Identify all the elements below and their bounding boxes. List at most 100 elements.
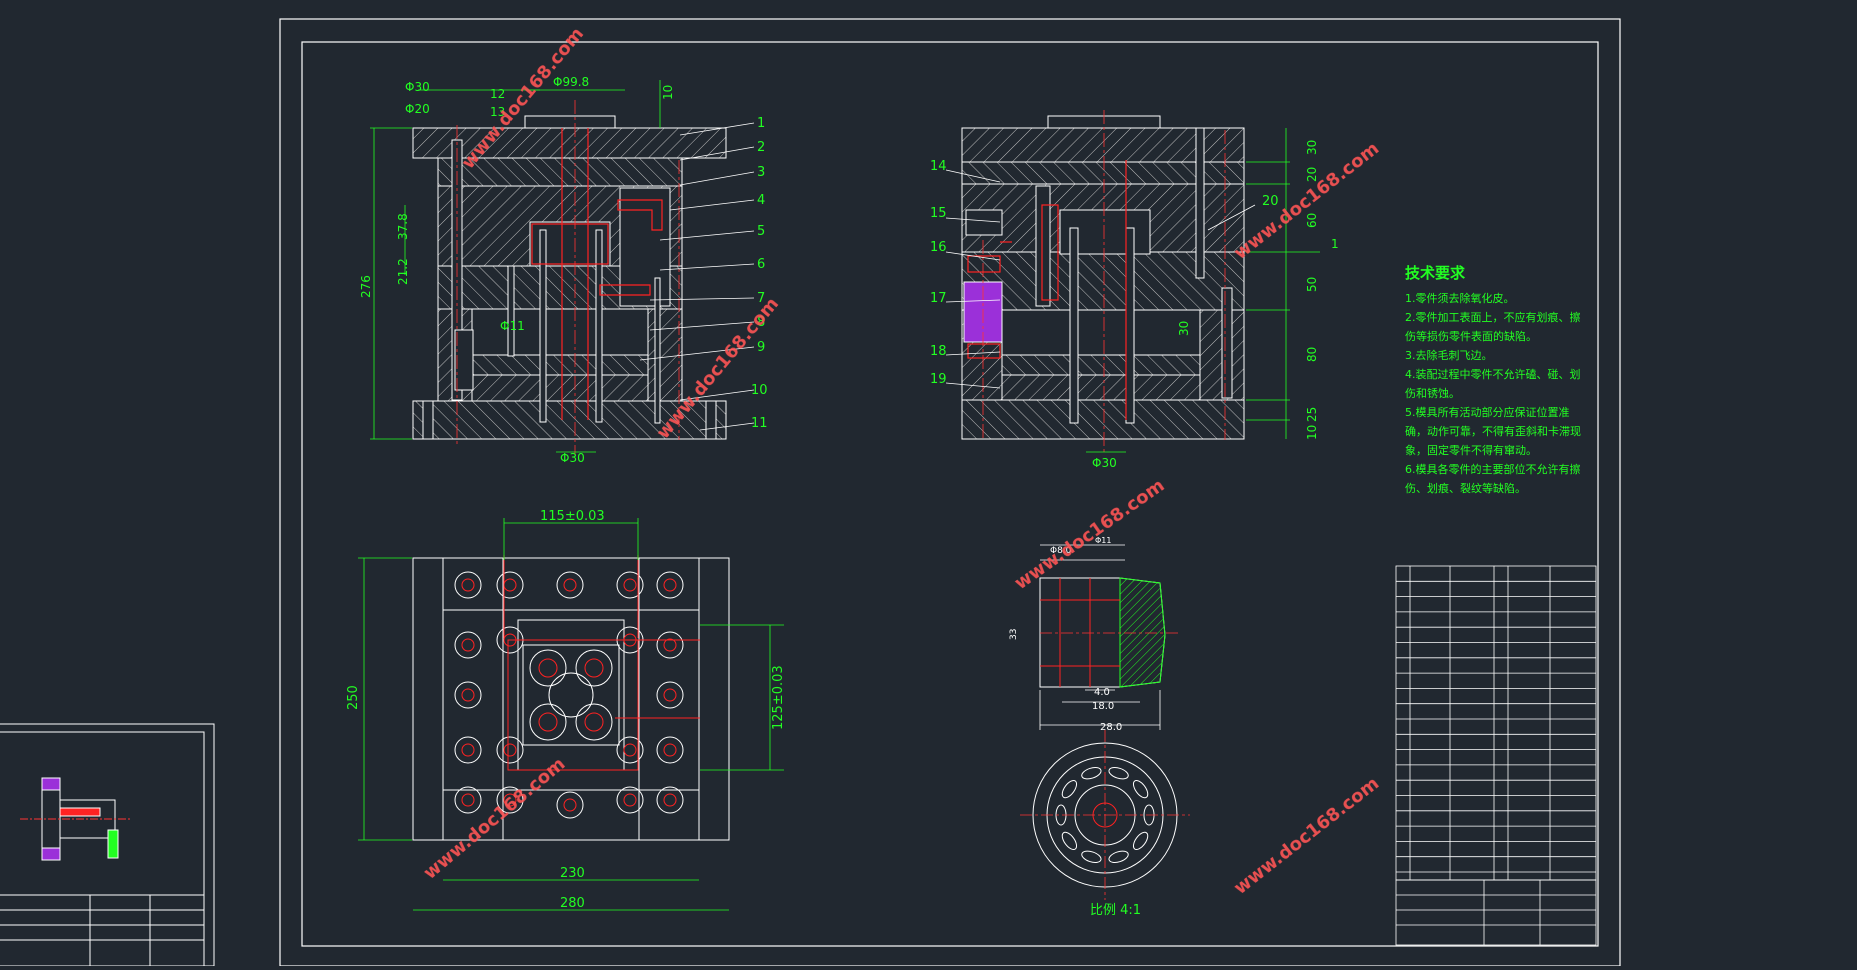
plan-view-dimensions: 115±0.03 125±0.03 250 230 280 (346, 509, 786, 911)
dim-d20-top: Φ20 (405, 102, 430, 116)
side-section-view (961, 115, 1245, 440)
cavity-core (584, 712, 604, 732)
parts-list-table (1395, 565, 1597, 881)
dim-v25: 25 (1305, 407, 1319, 422)
dim-part-c: 28.0 (1100, 722, 1122, 733)
part-number: 19 (930, 372, 947, 387)
dim-d30-bottom: Φ30 (560, 451, 585, 465)
dim-part-h: 33 (1009, 629, 1019, 640)
dim-part-b: 18.0 (1092, 701, 1114, 712)
cavity-circle (575, 649, 613, 687)
part-end-view (1020, 730, 1190, 900)
title-block (1395, 879, 1597, 946)
dim-w115: 115±0.03 (540, 509, 605, 524)
plan-hole (496, 571, 524, 599)
watermark-text: www.doc168.com (1230, 773, 1383, 899)
part-number: 3 (757, 165, 765, 180)
part-number: 6 (757, 257, 765, 272)
end-view-slot (1132, 831, 1149, 851)
dim-d30-top: Φ30 (405, 80, 430, 94)
end-view-slot (1132, 779, 1149, 799)
plan-hole (556, 791, 584, 819)
tech-item: 2.零件加工表面上，不应有划痕、擦伤等损伤零件表面的缺陷。 (1405, 311, 1581, 343)
part-number: 15 (930, 206, 947, 221)
plan-hole-inner (461, 638, 475, 652)
end-view-slot (1061, 831, 1078, 851)
plan-hole (616, 571, 644, 599)
dim-w230: 230 (560, 866, 585, 881)
cavity-circle (529, 649, 567, 687)
plan-hole-inner (461, 743, 475, 757)
end-view-slot (1108, 850, 1129, 863)
end-view-slot (1061, 779, 1078, 799)
dim-v30: 30 (1305, 140, 1319, 155)
side-view-dimension-lines (1086, 128, 1320, 453)
dim-v50: 50 (1305, 277, 1319, 292)
plan-hole-inner (663, 688, 677, 702)
plan-view (412, 557, 730, 841)
dim-d30-side: Φ30 (1092, 456, 1117, 470)
dim-d11: Φ11 (500, 319, 525, 333)
front-view-dimensions: Φ30 Φ20 Φ99.8 12 13 10 276 37.8 21.2 Φ11… (359, 75, 675, 465)
plan-hole-inner (623, 743, 637, 757)
tech-item: 1.零件须去除氧化皮。 (1405, 292, 1515, 305)
plan-hole (616, 786, 644, 814)
dim-w280: 280 (560, 896, 585, 911)
parts-list-frame (1395, 565, 1597, 881)
plan-hole (656, 681, 684, 709)
plan-hole-inner (623, 578, 637, 592)
dim-h125: 125±0.03 (771, 665, 786, 730)
part-number: 11 (751, 416, 768, 431)
dim-h21: 21.2 (396, 258, 410, 285)
plan-hole (454, 681, 482, 709)
dim-h276: 276 (359, 275, 373, 298)
part-number: 14 (930, 159, 947, 174)
tech-item: 5.模具所有活动部分应保证位置准确，动作可靠，不得有歪斜和卡滞现象，固定零件不得… (1405, 406, 1581, 457)
plan-hole-inner (503, 578, 517, 592)
sprue-circle (548, 672, 594, 718)
dim-v80: 80 (1305, 347, 1319, 362)
plan-hole-inner (663, 638, 677, 652)
scale-label: 比例 4:1 (1090, 903, 1141, 918)
dim-n12: 12 (490, 87, 505, 101)
plan-hole-inner (503, 743, 517, 757)
part-number: 2 (757, 140, 765, 155)
plan-hole (656, 571, 684, 599)
plan-view-dimension-lines (358, 518, 784, 911)
plan-hole-inner (663, 743, 677, 757)
plan-hole-inner (503, 793, 517, 807)
watermark-text: www.doc168.com (420, 754, 570, 884)
front-view-dimension-lines (370, 80, 661, 453)
technical-requirements: 技术要求 1.零件须去除氧化皮。 2.零件加工表面上，不应有划痕、擦伤等损伤零件… (1405, 262, 1585, 498)
cavity-circle (529, 703, 567, 741)
plan-hole-inner (623, 793, 637, 807)
watermark-text: www.doc168.com (1011, 475, 1169, 594)
dim-part-d11: Φ11 (1095, 536, 1111, 545)
plan-hole-inner (461, 688, 475, 702)
plan-view-holes (454, 571, 684, 819)
inner-border (301, 41, 1599, 947)
front-view-part-numbers: 1 2 3 4 5 6 7 8 9 10 11 (751, 116, 768, 431)
part-number: 18 (930, 344, 947, 359)
plan-hole-inner (663, 793, 677, 807)
part-number: 5 (757, 224, 765, 239)
dim-h37: 37.8 (396, 213, 410, 240)
plan-hole (616, 736, 644, 764)
plan-hole (454, 736, 482, 764)
side-view-dimensions: 30 20 60 50 80 25 10 30 1 Φ30 (1092, 140, 1339, 470)
part-number: 8 (757, 315, 765, 330)
dim-h10: 10 (661, 85, 675, 100)
plan-hole-inner (563, 578, 577, 592)
part-number: 9 (757, 340, 765, 355)
part-number: 16 (930, 240, 947, 255)
dim-v30b: 30 (1177, 321, 1191, 336)
plan-hole (496, 736, 524, 764)
front-view-centerlines (456, 100, 680, 455)
front-view-leader-lines (639, 122, 755, 431)
part-number: 4 (757, 193, 765, 208)
plan-hole-inner (461, 793, 475, 807)
plan-hole (656, 786, 684, 814)
plan-hole (556, 571, 584, 599)
plan-hole-inner (461, 578, 475, 592)
